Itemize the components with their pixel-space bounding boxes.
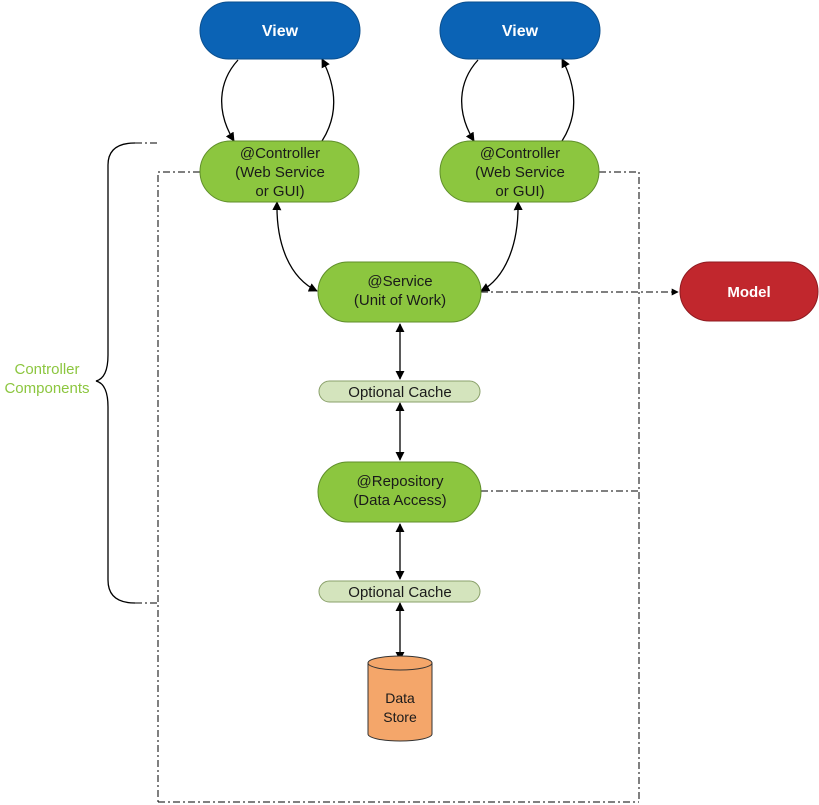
data-store-line-2: Store [383, 709, 417, 725]
model-node[interactable]: Model [679, 261, 819, 322]
cache-node-top[interactable]: Optional Cache [318, 380, 481, 403]
arrow-controller-left-service [272, 201, 318, 292]
cache-bottom-label: Optional Cache [348, 584, 451, 601]
controller-left-line-3: or GUI) [255, 183, 304, 200]
repository-node[interactable]: @Repository (Data Access) [317, 461, 482, 523]
view-right-label: View [502, 23, 539, 40]
controller-right-line-1: @Controller [480, 145, 560, 162]
arrow-controller-right-service [480, 201, 523, 292]
group-label-line-1: Controller [14, 361, 79, 378]
controller-right-line-2: (Web Service [475, 164, 565, 181]
service-node[interactable]: @Service (Unit of Work) [317, 261, 482, 323]
arrow-controller-left-to-view [321, 58, 335, 142]
repository-line-1: @Repository [357, 473, 444, 490]
service-line-2: (Unit of Work) [354, 292, 446, 309]
arrow-view-left-to-controller [221, 59, 239, 142]
controller-left-line-2: (Web Service [235, 164, 325, 181]
group-brace [95, 142, 136, 604]
group-label: Controller Components [4, 361, 89, 397]
data-store-line-1: Data [385, 690, 415, 706]
cache-top-label: Optional Cache [348, 384, 451, 401]
controller-node-left[interactable]: @Controller (Web Service or GUI) [199, 140, 360, 203]
controller-left-line-1: @Controller [240, 145, 320, 162]
repository-line-2: (Data Access) [353, 492, 446, 509]
view-node-right[interactable]: View [439, 1, 601, 60]
view-left-label: View [262, 23, 299, 40]
data-store-node[interactable]: Data Store [367, 655, 433, 742]
arrow-controller-right-to-view [561, 58, 575, 142]
service-line-1: @Service [367, 273, 432, 290]
controller-right-line-3: or GUI) [495, 183, 544, 200]
cache-node-bottom[interactable]: Optional Cache [318, 580, 481, 603]
component-boundary [135, 142, 640, 803]
controller-node-right[interactable]: @Controller (Web Service or GUI) [439, 140, 600, 203]
group-label-line-2: Components [4, 380, 89, 397]
arrow-view-right-to-controller [461, 59, 479, 142]
view-node-left[interactable]: View [199, 1, 361, 60]
model-label: Model [727, 284, 770, 301]
